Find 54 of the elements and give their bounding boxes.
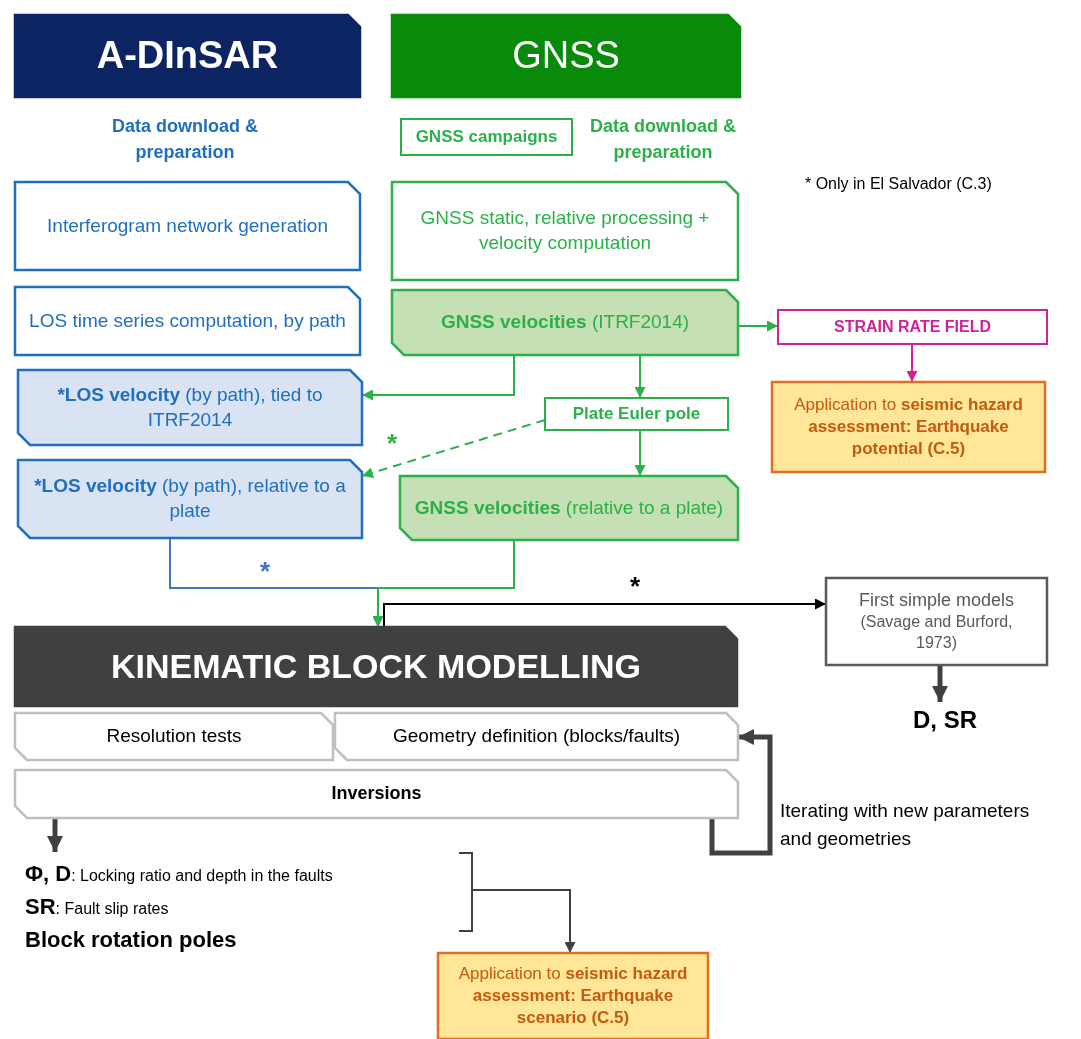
node-text: D, SR bbox=[912, 705, 978, 736]
node-text: Application to seismic hazard assessment: Earthquake scenario (C.5) bbox=[457, 962, 689, 1030]
header-banner bbox=[15, 15, 360, 97]
node-text: GNSS campaigns bbox=[414, 125, 559, 148]
node-text: A-DInSAR bbox=[95, 33, 280, 79]
note-text: Iterating with new parameters and geometries bbox=[780, 799, 1031, 851]
node-text: Inversions bbox=[330, 782, 423, 806]
node-text: Application to seismic hazard assessment: Earthquake potential (C.5) bbox=[793, 393, 1024, 461]
node-text: *LOS velocity (by path), tied to ITRF2014 bbox=[56, 382, 324, 432]
filled-step-box bbox=[772, 382, 1045, 472]
process-box bbox=[15, 182, 360, 270]
arrow bbox=[474, 889, 576, 954]
footnote: * Only in El Salvador (C.3) bbox=[805, 174, 993, 194]
output-item: SR: Fault slip rates bbox=[25, 892, 169, 921]
node-text: Plate Euler pole bbox=[571, 402, 702, 425]
arrow bbox=[634, 429, 646, 477]
process-box bbox=[15, 770, 738, 818]
arrow bbox=[709, 729, 773, 856]
output-item: Φ, D: Locking ratio and depth in the faults bbox=[25, 859, 333, 888]
process-box bbox=[826, 578, 1047, 665]
output-item: Block rotation poles bbox=[25, 925, 237, 954]
step-heading: Data download & preparation bbox=[111, 115, 259, 165]
filled-step-box bbox=[18, 370, 362, 445]
header-banner bbox=[15, 627, 737, 706]
node-text: Resolution tests bbox=[105, 724, 243, 749]
arrow bbox=[383, 598, 827, 628]
arrow bbox=[932, 665, 948, 702]
process-box bbox=[15, 287, 360, 355]
node-text: GNSS velocities (ITRF2014) bbox=[439, 310, 691, 335]
process-box bbox=[778, 310, 1047, 344]
node-text: First simple models bbox=[858, 589, 1015, 612]
arrow bbox=[47, 818, 63, 852]
filled-step-box bbox=[392, 290, 738, 355]
process-box bbox=[392, 182, 738, 280]
node-text: Interferogram network generation bbox=[46, 213, 329, 238]
filled-step-box bbox=[18, 460, 362, 538]
node-text: STRAIN RATE FIELD bbox=[833, 316, 992, 337]
node-text: LOS time series computation, by path bbox=[28, 308, 347, 333]
process-box bbox=[401, 119, 572, 155]
node-text: GNSS velocities (relative to a plate) bbox=[413, 495, 725, 520]
node-text: *LOS velocity (by path), relative to a plate bbox=[33, 474, 347, 523]
arrow bbox=[906, 343, 918, 383]
node-text: KINEMATIC BLOCK MODELLING bbox=[109, 646, 643, 688]
node-text: GNSS bbox=[511, 33, 621, 79]
step-heading: Data download & preparation bbox=[589, 115, 737, 165]
node-text: Geometry definition (blocks/faults) bbox=[391, 724, 682, 749]
node-text: GNSS static, relative processing + velocity computation bbox=[419, 206, 711, 255]
filled-step-box bbox=[438, 953, 708, 1039]
filled-step-box bbox=[400, 476, 738, 540]
header-banner bbox=[392, 15, 740, 97]
process-box bbox=[15, 713, 333, 760]
process-box bbox=[545, 398, 728, 430]
process-box bbox=[335, 713, 738, 760]
node-text: (Savage and Burford, 1973) bbox=[859, 612, 1014, 654]
